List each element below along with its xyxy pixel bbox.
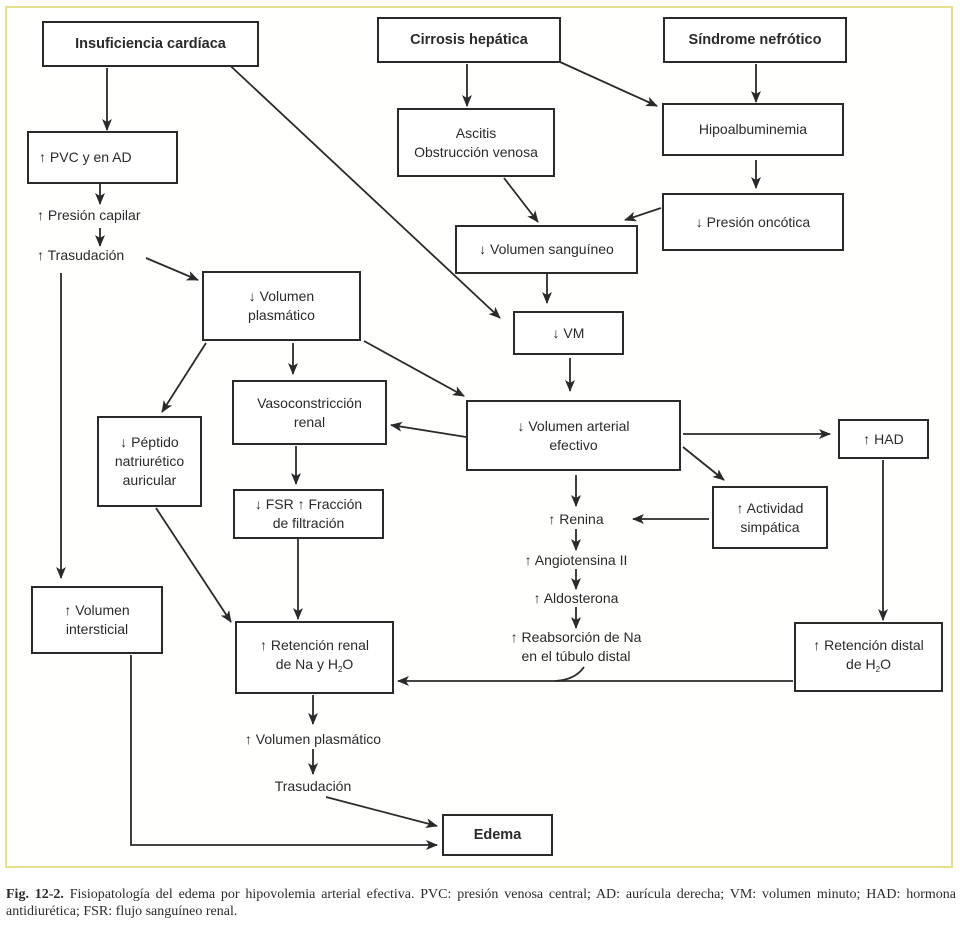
- node-volumen-plasmatico-bajo: ↓ Volumen plasmático: [202, 271, 361, 341]
- node-label: Síndrome nefrótico: [688, 31, 822, 48]
- node-renina: ↑ Renina: [548, 511, 604, 527]
- node-reabsorcion-na: ↑ Reabsorción de Na en el túbulo distal: [510, 629, 642, 664]
- node-label: Cirrosis hepática: [410, 31, 528, 48]
- label-text: de H: [846, 655, 876, 672]
- edge-peptido-retrenal: [155, 507, 232, 623]
- node-retencion-distal: ↑ Retención distal de H2O: [794, 622, 943, 692]
- edge-oncotica-volsang: [624, 207, 662, 222]
- node-label-line2: de H2O: [846, 655, 891, 679]
- node-angiotensina: ↑ Angiotensina II: [524, 552, 628, 568]
- edge-cirrosis-hipoalb: [559, 61, 658, 107]
- node-label: ↓ FSR ↑ Fracción de filtración: [254, 496, 363, 531]
- edge-reab-retencion: [554, 666, 585, 682]
- node-label-line1: ↑ Retención distal: [813, 636, 924, 653]
- node-hipoalbuminemia: Hipoalbuminemia: [662, 103, 844, 156]
- node-volumen-arterial-efectivo: ↓ Volumen arterial efectivo: [466, 400, 681, 471]
- node-volumen-sanguineo: ↓ Volumen sanguíneo: [455, 225, 638, 274]
- node-presion-capilar: ↑ Presión capilar: [37, 207, 141, 223]
- node-trasudacion-1: ↑ Trasudación: [37, 247, 125, 263]
- node-label: ↑ HAD: [863, 430, 904, 447]
- node-ascitis: Ascitis Obstrucción venosa: [397, 108, 555, 177]
- node-actividad-simpatica: ↑ Actividad simpática: [712, 486, 828, 549]
- caption-lead: Fig. 12-2.: [6, 887, 64, 902]
- node-label: ↑ Actividad simpática: [736, 499, 804, 535]
- node-presion-oncotica: ↓ Presión oncótica: [662, 193, 844, 251]
- node-label: ↓ Volumen sanguíneo: [479, 241, 614, 257]
- node-label: ↓ Presión oncótica: [695, 213, 811, 230]
- edge-volplasm-vae: [363, 340, 465, 397]
- node-label: Vasoconstricción renal: [257, 394, 362, 430]
- node-label: ↓ Volumen plasmático: [248, 288, 315, 323]
- node-label: Ascitis Obstrucción venosa: [414, 124, 538, 160]
- node-label: ↓ VM: [552, 324, 585, 341]
- label-text: O: [342, 656, 354, 672]
- edge-trasud2-edema: [325, 796, 438, 829]
- node-retencion-renal: ↑ Retención renal de Na y H2O: [235, 621, 394, 694]
- node-trasudacion-2: Trasudación: [274, 778, 352, 794]
- edge-vae-vaso: [390, 421, 467, 438]
- edge-vae-simpatica: [682, 446, 725, 481]
- label-text: O: [880, 655, 891, 672]
- node-label: ↑ Volumen intersticial: [64, 602, 130, 637]
- edge-ascitis-volsang: [503, 177, 539, 223]
- node-label-line2: de Na y H2O: [276, 655, 354, 679]
- caption-text: Fisiopatología del edema por hipovolemia…: [6, 887, 956, 919]
- node-label: Hipoalbuminemia: [698, 121, 808, 137]
- node-cirrosis-hepatica: Cirrosis hepática: [377, 17, 561, 63]
- node-label: Edema: [473, 826, 522, 843]
- node-label: Insuficiencia cardíaca: [75, 35, 226, 52]
- node-peptido-natriuretico: ↓ Péptido natriurético auricular: [97, 416, 202, 507]
- node-pvc-ad: ↑ PVC y en AD: [27, 131, 178, 184]
- subscript: 2: [337, 665, 343, 674]
- node-label: ↓ Péptido natriurético auricular: [114, 434, 185, 488]
- node-had: ↑ HAD: [838, 419, 929, 459]
- edge-insuf-vm: [220, 56, 501, 319]
- node-volumen-intersticial: ↑ Volumen intersticial: [31, 586, 163, 654]
- node-vasoconstriccion-renal: Vasoconstricción renal: [232, 380, 387, 445]
- node-label: ↓ Volumen arterial efectivo: [517, 417, 630, 453]
- node-edema: Edema: [442, 814, 553, 856]
- label-text: de Na y H: [275, 656, 338, 672]
- node-fsr-fraccion: ↓ FSR ↑ Fracción de filtración: [233, 489, 384, 539]
- node-insuficiencia-cardiaca: Insuficiencia cardíaca: [42, 21, 259, 67]
- node-vm: ↓ VM: [513, 311, 624, 355]
- node-volumen-plasmatico-alto: ↑ Volumen plasmático: [244, 731, 382, 747]
- edge-trasud-volplasm: [145, 257, 199, 281]
- edge-volint-edema: [130, 655, 438, 850]
- node-label: ↑ PVC y en AD: [39, 149, 132, 165]
- subscript: 2: [875, 664, 881, 674]
- node-aldosterona: ↑ Aldosterona: [533, 590, 619, 606]
- node-label-line1: ↑ Retención renal: [260, 637, 369, 653]
- node-sindrome-nefrotico: Síndrome nefrótico: [663, 17, 847, 63]
- figure-caption: Fig. 12-2. Fisiopatología del edema por …: [6, 886, 956, 920]
- edge-volplasm-peptido: [161, 342, 207, 413]
